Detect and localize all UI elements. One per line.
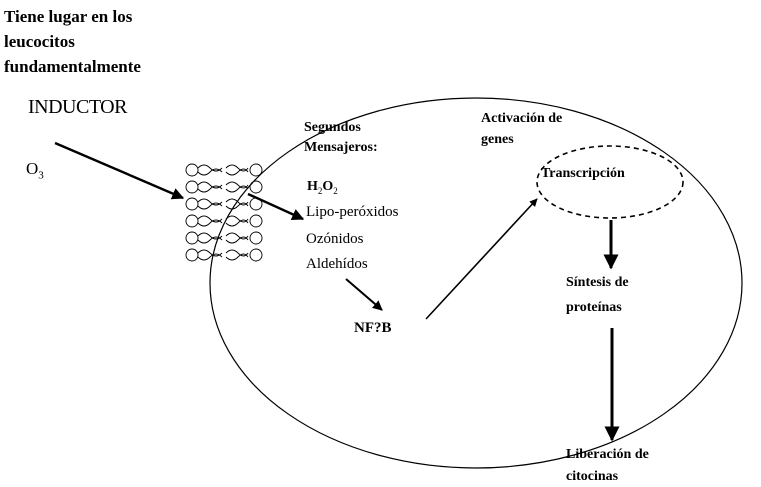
cytokine-release-line-2: citocinas [566,469,619,484]
lipid-head-inner [249,231,263,245]
messenger-item-aldehydes: Aldehídos [306,256,368,272]
protein-synthesis-line-2: proteínas [566,300,622,315]
lipid-tail [225,232,249,244]
inductor-label: INDUCTOR [28,96,127,118]
header-line-1: Tiene lugar en los [4,7,133,26]
lipid-head-inner [249,214,263,228]
lipid-head-outer [185,180,199,194]
lipid-tail [225,198,249,210]
lipid-head-outer [185,231,199,245]
ozone-label: O3 [26,160,44,181]
arrow-membrane-to-messengers [247,192,305,221]
lipid-tail [225,215,249,227]
protein-synthesis-line-1: Síntesis de [566,275,629,290]
lipid-tail [197,198,223,210]
cytokine-release-line-1: Liberación de [566,447,649,462]
lipid-tail [197,232,223,244]
lipid-tail [225,181,249,193]
lipid-head-inner [249,163,263,177]
lipid-head-outer [185,214,199,228]
lipid-head-outer [185,248,199,262]
lipid-tail [225,164,249,176]
messenger-item-lipoperoxides: Lipo-peróxidos [306,204,399,220]
h2o2-sub-2: 2 [333,185,338,196]
lipid-head-inner [249,180,263,194]
ozone-subscript: 3 [38,169,44,182]
lipid-tail [197,181,223,193]
arrow-nfkb-to-genes [425,198,538,320]
messengers-title-1: Segundos [304,120,361,135]
lipid-tail [225,249,249,261]
lipid-head-inner [249,248,263,262]
transcription-label: Transcripción [541,166,625,181]
lipid-head-outer [185,197,199,211]
arrow-inductor-to-membrane [54,141,185,200]
h2o2-label: H2O2 [307,180,338,196]
lipid-tail [197,215,223,227]
arrow-messengers-to-nfkb [345,278,383,311]
h2o2-sub-1: 2 [317,185,323,196]
phospholipid-bilayer-icon [185,163,263,262]
gene-activation-line-2: genes [481,132,514,147]
transcription-region [536,145,684,219]
h2o2-o: O [322,179,334,194]
cell-membrane [209,97,743,469]
messenger-item-ozonides: Ozónidos [306,231,364,247]
header-line-2: leucocitos [4,32,75,51]
gene-activation-line-1: Activación de [481,111,563,126]
header-line-3: fundamentalmente [4,57,141,76]
messengers-title-2: Mensajeros: [304,140,378,155]
lipid-tail [197,164,223,176]
lipid-tail [197,249,223,261]
h2o2-h: H [307,179,318,194]
lipid-head-outer [185,163,199,177]
ozone-symbol: O [26,159,39,178]
nfkb-label: NF?B [354,320,392,336]
